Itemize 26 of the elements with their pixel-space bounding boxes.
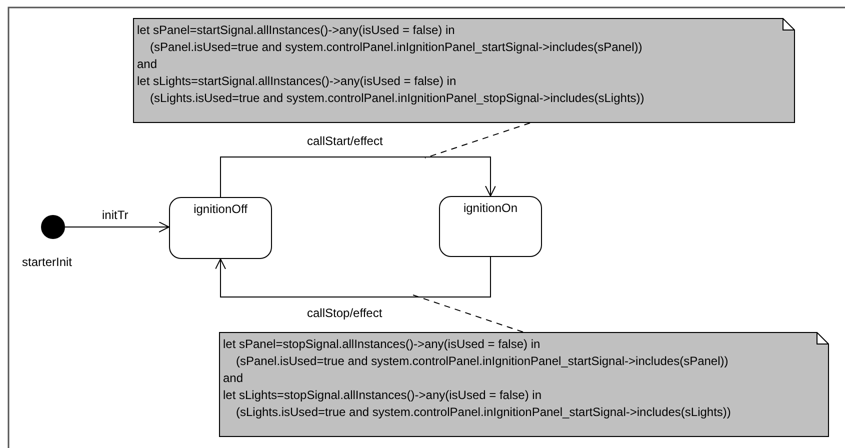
constraint-line: let sLights=stopSignal.allInstances()->any(isUsed = false) in: [223, 387, 542, 404]
transition-arrow: [64, 222, 170, 232]
constraint-line: and: [137, 56, 158, 73]
edge-label: initTr: [100, 208, 130, 222]
state-name: ignitionOn: [463, 201, 518, 215]
state-name: ignitionOff: [194, 202, 248, 216]
note: [219, 332, 829, 437]
note: [133, 18, 795, 123]
transition-arrow: [215, 256, 491, 298]
state-box: [169, 197, 272, 259]
edge-label: callStop/effect: [305, 306, 384, 320]
constraint-line: (sPanel.isUsed=true and system.controlPanel.inIgnitionPanel_startSignal->includes(sPanel)): [236, 353, 728, 370]
constraint-line: let sLights=startSignal.allInstances()->any(isUsed = false) in: [137, 73, 456, 90]
constraint-line: (sLights.isUsed=true and system.controlPanel.inIgnitionPanel_startSignal->includes(sLights)): [236, 404, 731, 421]
constraint-line: let sPanel=startSignal.allInstances()->any(isUsed = false) in: [137, 22, 455, 39]
transition-arrow: [220, 156, 496, 198]
constraint-line: and: [223, 370, 244, 387]
anchor-line: [412, 294, 524, 332]
constraint-line: (sPanel.isUsed=true and system.controlPanel.inIgnitionPanel_startSignal->includes(sPanel)): [150, 39, 642, 56]
constraint-line: let sPanel=stopSignal.allInstances()->any(isUsed = false) in: [223, 336, 540, 353]
constraint-line: (sLights.isUsed=true and system.controlPanel.inIgnitionPanel_stopSignal->includes(sLights)): [150, 90, 644, 107]
initial-state-dot: [41, 215, 65, 239]
state-caption: starterInit: [22, 255, 72, 269]
edge-label: callStart/effect: [305, 134, 385, 148]
state-box: [439, 196, 542, 257]
anchor-line: [424, 122, 530, 158]
